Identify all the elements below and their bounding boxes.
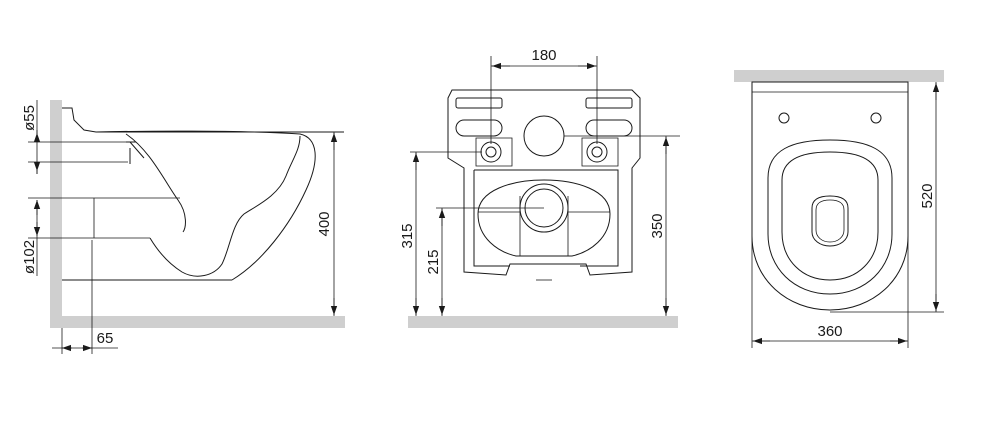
side-extension-lines [28,141,128,239]
label-o102: ø102 [21,240,38,274]
side-wall [50,100,62,328]
front-bowl-rim [473,169,619,267]
front-bolt-surrounds [475,137,619,167]
front-slot-mid-right [585,119,633,137]
side-floor [50,316,345,328]
label-o55: ø55 [21,105,38,131]
front-floor [408,316,678,328]
label-65: 65 [97,330,114,347]
label-350: 350 [649,213,666,238]
front-bolt-right-outer [586,141,608,163]
front-bolt-right-inner [591,146,603,158]
top-wall [734,70,944,82]
front-slot-mid-left [455,119,503,137]
top-hole-right [870,112,882,124]
top-hole-left [778,112,790,124]
top-view: 520 360 [734,70,944,348]
side-view: ø55 ø102 65 400 [21,100,345,354]
side-trap-inner [126,141,145,164]
front-bolt-left-outer [480,141,502,163]
label-215: 215 [425,249,442,274]
front-inlet-circle [523,115,565,157]
label-400: 400 [316,211,333,236]
front-view: 180 315 215 350 [399,47,680,328]
label-180: 180 [531,47,556,64]
label-520: 520 [919,183,936,208]
side-waste-pipe [93,197,180,239]
top-seat-outer [767,139,893,295]
front-oval-outlet [477,179,611,257]
side-bowl-outline [62,107,344,281]
front-plate-outline [447,89,641,276]
label-360: 360 [817,323,842,340]
top-bowl-opening [811,195,849,247]
top-bowl-opening-inner [815,199,845,243]
front-oval-inner [478,196,610,256]
side-bowl-inner [125,133,301,277]
front-slot-right [585,97,633,109]
front-bolt-left-inner [485,146,497,158]
front-slot-left [455,97,503,109]
top-seat-inner [781,151,879,281]
top-bowl-outline [751,81,909,311]
label-315: 315 [399,223,416,248]
